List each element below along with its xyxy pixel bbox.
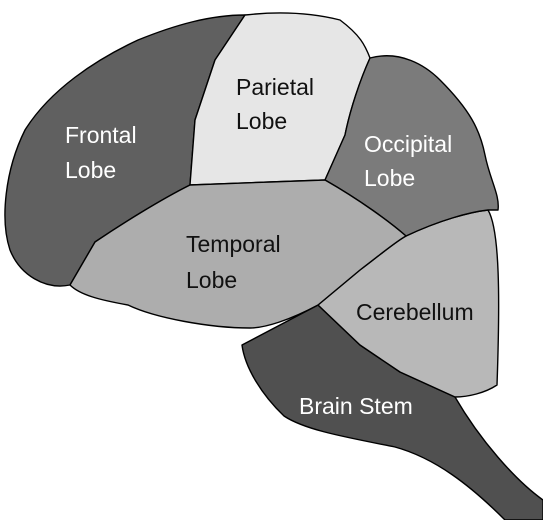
temporal-lobe-label-line: Lobe <box>186 267 237 293</box>
parietal-lobe-label-line: Lobe <box>236 108 287 134</box>
brain-stem-label: Brain Stem <box>299 393 413 419</box>
occipital-lobe-label-line: Occipital <box>364 131 452 157</box>
cerebellum-label: Cerebellum <box>356 299 474 325</box>
parietal-lobe-label-line: Parietal <box>236 74 314 100</box>
temporal-lobe-label-line: Temporal <box>186 231 281 257</box>
cerebellum-label-line: Cerebellum <box>356 299 474 325</box>
occipital-lobe-label-line: Lobe <box>364 165 415 191</box>
brain-stem-label-line: Brain Stem <box>299 393 413 419</box>
frontal-lobe-label-line: Lobe <box>65 157 116 183</box>
frontal-lobe-label-line: Frontal <box>65 122 137 148</box>
